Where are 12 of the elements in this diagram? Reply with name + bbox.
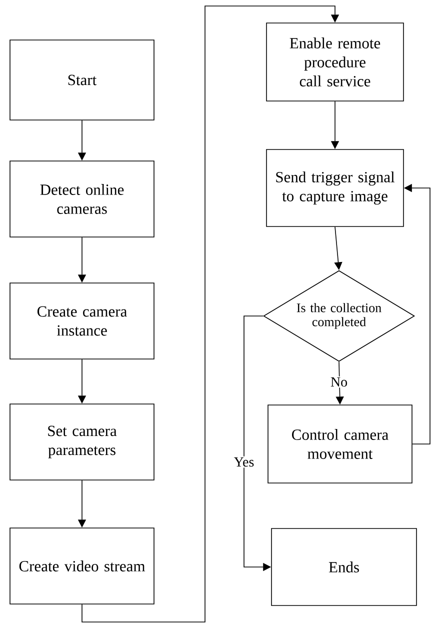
- process-box: Enable remote procedure call service: [266, 22, 404, 102]
- process-box: Send trigger signal to capture image: [266, 149, 404, 227]
- process-box: Set camera parameters: [10, 404, 154, 480]
- process-box: Detect online cameras: [10, 160, 154, 238]
- process-box: Start: [10, 40, 154, 120]
- process-box: Ends: [271, 528, 417, 606]
- process-box: Control camera movement: [268, 404, 412, 484]
- process-box: Create video stream: [10, 528, 154, 604]
- edge-label: No: [329, 376, 349, 388]
- process-box: Create camera instance: [10, 282, 154, 360]
- arrow: [82, 6, 340, 622]
- edge-label: Yes: [232, 456, 256, 468]
